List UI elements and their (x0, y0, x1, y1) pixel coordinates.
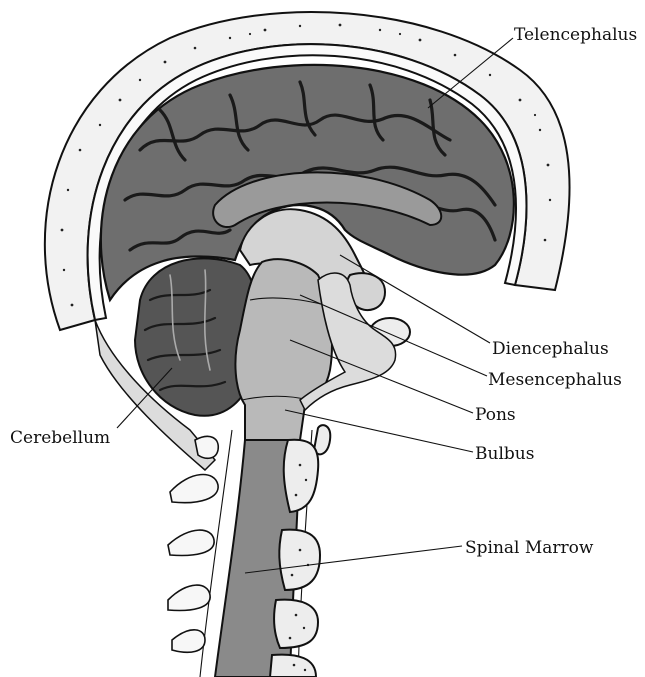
label-telencephalus: Telencephalus (514, 25, 637, 45)
label-cerebellum: Cerebellum (10, 428, 110, 448)
label-mesencephalus: Mesencephalus (488, 370, 622, 390)
brainstem (235, 259, 332, 440)
label-bulbus: Bulbus (475, 444, 534, 464)
spinous-processes (168, 436, 218, 652)
label-diencephalus: Diencephalus (492, 339, 609, 359)
label-pons: Pons (475, 405, 516, 425)
label-spinal-marrow: Spinal Marrow (465, 538, 594, 558)
